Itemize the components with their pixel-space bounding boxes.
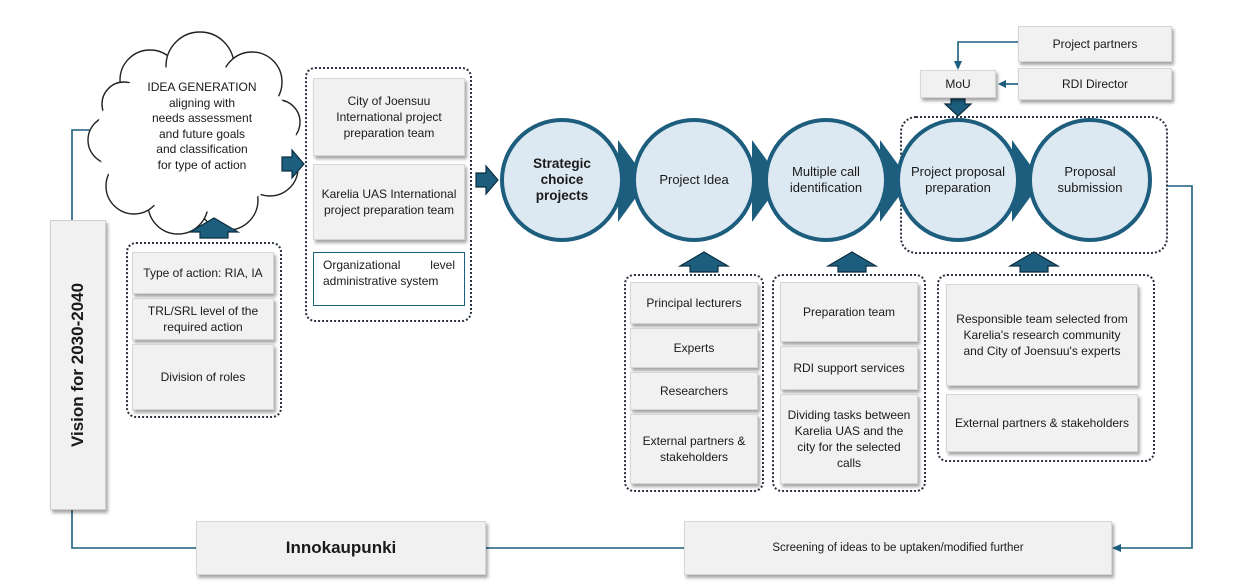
up-arrow-idea-contributors [677, 251, 731, 273]
arrow-left-into-screening [1112, 544, 1121, 552]
idea-generation-title: IDEA GENERATION [147, 80, 257, 94]
stage-multiple-call-label: Multiple call identification [789, 164, 863, 195]
chevron-call-to-prep [880, 140, 910, 222]
chevron-prep-to-submission [1012, 140, 1042, 222]
idea-generation-text: IDEA GENERATION aligning with needs asse… [122, 80, 282, 173]
idea-criteria-group [126, 242, 282, 418]
contributor-researchers: Researchers [630, 372, 758, 410]
stage-project-idea-label: Project Idea [659, 172, 729, 187]
proposal-external-partners: External partners & stakeholders [946, 394, 1138, 452]
screening-box: Screening of ideas to be uptaken/modifie… [684, 521, 1112, 575]
proposal-contributors-group [937, 274, 1155, 462]
stage-project-idea: Project Idea [632, 118, 756, 242]
project-partners-box: Project partners [1018, 26, 1172, 62]
rdi-director-box: RDI Director [1018, 68, 1172, 100]
stage-proposal-preparation: Project proposal preparation [896, 118, 1020, 242]
idea-contributors-group [624, 274, 764, 492]
karelia-prep-team: Karelia UAS International project prepar… [313, 164, 465, 240]
down-arrow-mou [943, 98, 973, 117]
right-arrow-cloud-to-teams [281, 148, 305, 180]
right-arrow-teams-to-strategic [475, 164, 499, 196]
stage-strategic-choice: Strategic choice projects [500, 118, 624, 242]
mou-box: MoU [920, 70, 996, 98]
idea-generation-line: for type of action [157, 157, 247, 172]
call-contributors-group [772, 274, 926, 492]
stage-multiple-call: Multiple call identification [764, 118, 888, 242]
criteria-division-of-roles: Division of roles [132, 344, 274, 410]
stage-proposal-submission-label: Proposal submission [1057, 164, 1123, 195]
call-rdi-support: RDI support services [780, 346, 918, 390]
stage-strategic-label: Strategic choice projects [533, 156, 591, 203]
innokaupunki-box: Innokaupunki [196, 521, 486, 575]
criteria-trl-level: TRL/SRL level of the required action [132, 298, 274, 340]
contributor-external-partners: External partners & stakeholders [630, 414, 758, 484]
vision-banner: Vision for 2030-2040 [50, 220, 106, 510]
idea-generation-line: needs assessment [151, 111, 253, 125]
up-arrow-call-contributors [825, 251, 879, 273]
city-prep-team: City of Joensuu International project pr… [313, 78, 465, 156]
criteria-type-of-action: Type of action: RIA, IA [132, 252, 274, 294]
contributor-experts: Experts [630, 328, 758, 368]
proposal-responsible-team: Responsible team selected from Karelia's… [946, 284, 1138, 386]
stage-proposal-submission: Proposal submission [1028, 118, 1152, 242]
call-preparation-team: Preparation team [780, 282, 918, 342]
contributor-principal-lecturers: Principal lecturers [630, 282, 758, 324]
up-arrow-proposal-contributors [1007, 251, 1061, 273]
up-arrow-criteria [187, 217, 241, 239]
org-admin-system: Organizational level administrative syst… [313, 252, 465, 306]
idea-generation-line: aligning with [168, 95, 236, 110]
stage-proposal-prep-label: Project proposal preparation [911, 164, 1005, 195]
prep-team-group [305, 67, 472, 322]
idea-generation-line: and classification [156, 142, 248, 156]
partners-to-mou-line [957, 41, 1018, 64]
idea-generation-line: and future goals [158, 126, 246, 141]
call-dividing-tasks: Dividing tasks between Karelia UAS and t… [780, 394, 918, 484]
